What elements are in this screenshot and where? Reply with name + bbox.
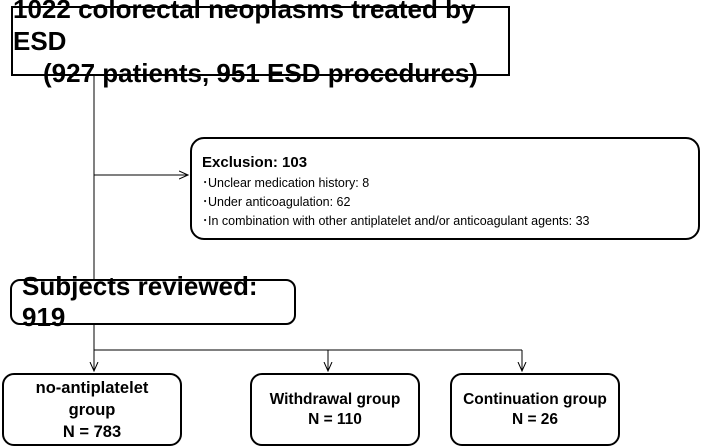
no-antiplatelet-group-box: no-antiplatelet group N = 783 <box>2 373 182 446</box>
group-line-1: Withdrawal group <box>269 390 401 408</box>
bullet-icon: ･ <box>202 214 209 228</box>
exclusion-item-text: Under anticoagulation: 62 <box>208 195 351 209</box>
exclusion-item: ･Unclear medication history: 8 <box>202 174 698 193</box>
group-n: N = 783 <box>62 422 122 441</box>
subjects-label: Subjects reviewed: 919 <box>22 271 258 332</box>
subjects-box: Subjects reviewed: 919 <box>10 271 296 332</box>
cohort-line-1: 1022 colorectal neoplasms treated by ESD <box>13 0 476 56</box>
exclusion-box: Exclusion: 103 ･Unclear medication histo… <box>190 137 700 240</box>
group-line-2: group <box>68 400 116 419</box>
group-line-1: Continuation group <box>463 390 607 408</box>
cohort-box: 1022 colorectal neoplasms treated by ESD… <box>11 0 510 88</box>
group-line-1: no-antiplatelet <box>35 378 149 397</box>
cohort-line-2: (927 patients, 951 ESD procedures) <box>43 58 478 88</box>
withdrawal-group-box: Withdrawal group N = 110 <box>250 373 420 446</box>
exclusion-item: ･Under anticoagulation: 62 <box>202 193 698 212</box>
exclusion-item-text: In combination with other antiplatelet a… <box>208 214 590 228</box>
bullet-icon: ･ <box>202 195 209 209</box>
continuation-group-box: Continuation group N = 26 <box>450 373 620 446</box>
group-n: N = 110 <box>308 410 362 428</box>
exclusion-item: ･In combination with other antiplatelet … <box>202 212 698 231</box>
exclusion-title: Exclusion: 103 <box>202 154 308 171</box>
group-n: N = 26 <box>511 410 559 428</box>
exclusion-item-text: Unclear medication history: 8 <box>208 176 370 190</box>
bullet-icon: ･ <box>202 176 209 190</box>
